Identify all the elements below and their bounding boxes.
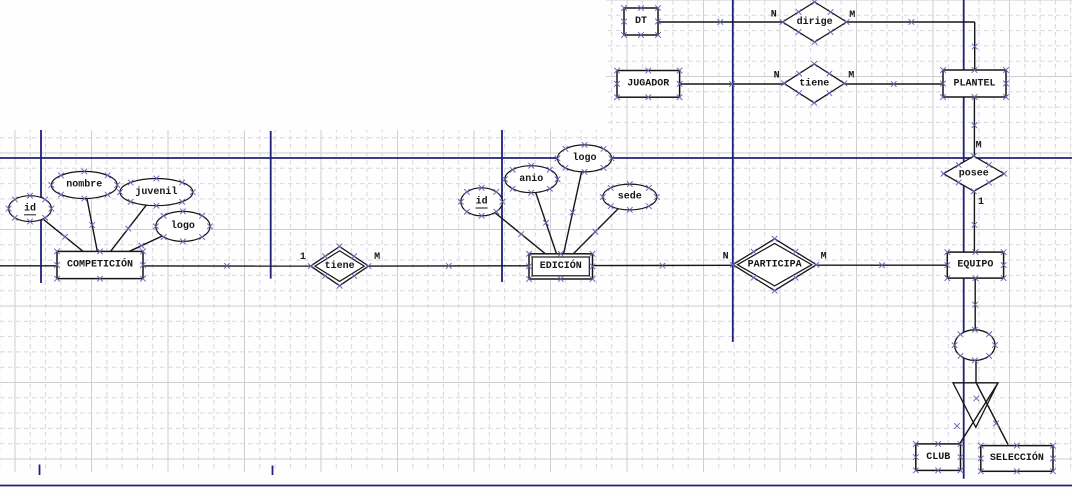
svg-text:logo: logo [171,220,195,232]
svg-text:sede: sede [618,191,642,203]
svg-text:tiene: tiene [325,260,355,272]
svg-text:SELECCIÓN: SELECCIÓN [990,450,1044,464]
svg-text:juvenil: juvenil [135,186,177,198]
svg-text:N: N [771,10,777,21]
svg-text:nombre: nombre [66,179,102,191]
svg-text:M: M [849,10,855,21]
svg-text:N: N [774,71,780,82]
svg-text:DT: DT [635,16,647,27]
svg-text:posee: posee [959,169,989,180]
svg-text:COMPETICIÓN: COMPETICIÓN [67,257,133,271]
svg-text:tiene: tiene [799,78,829,90]
svg-text:M: M [374,252,380,263]
svg-text:id: id [476,196,488,208]
svg-text:EQUIPO: EQUIPO [957,260,993,271]
svg-text:logo: logo [572,152,596,164]
svg-text:CLUB: CLUB [926,452,950,463]
svg-text:M: M [848,71,854,82]
svg-text:anio: anio [519,173,543,185]
svg-text:M: M [976,141,982,152]
svg-text:id: id [24,202,36,214]
svg-text:M: M [821,251,827,262]
svg-text:dirige: dirige [797,16,833,28]
svg-text:PLANTEL: PLANTEL [953,78,995,89]
svg-text:N: N [723,251,729,262]
svg-text:JUGADOR: JUGADOR [627,78,669,89]
svg-text:PARTICIPA: PARTICIPA [748,259,802,270]
svg-text:1: 1 [300,252,306,263]
svg-text:EDICIÓN: EDICIÓN [540,258,582,272]
svg-text:1: 1 [978,197,984,208]
